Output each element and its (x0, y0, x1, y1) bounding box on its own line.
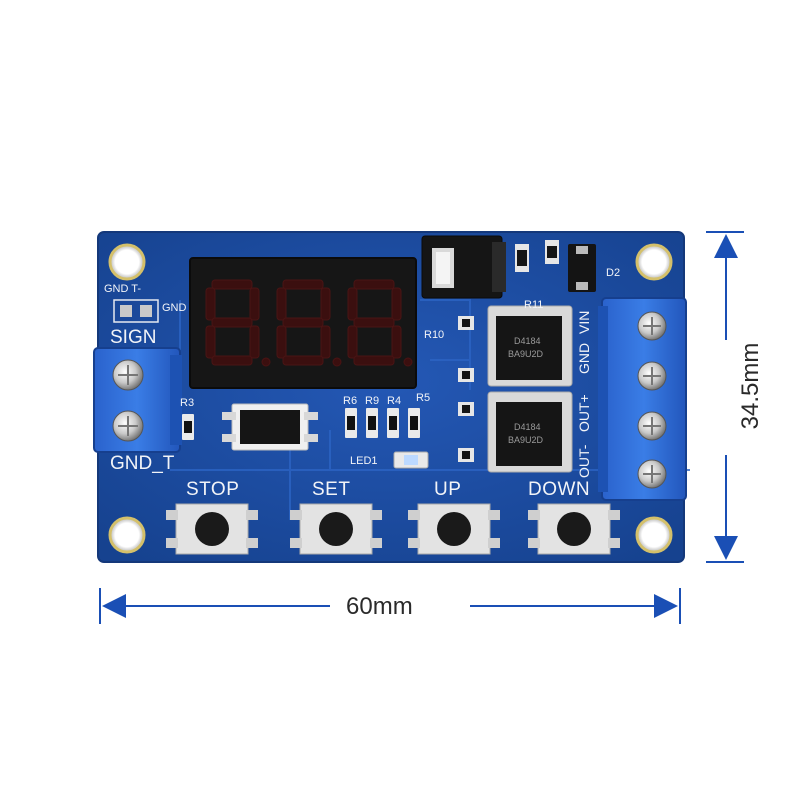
mosfet-lower-text-1: D4184 (514, 422, 541, 432)
voltage-regulator (421, 235, 506, 299)
resistors (182, 408, 420, 440)
label-out-plus: OUT+ (576, 394, 592, 432)
label-sign: SIGN (110, 327, 157, 348)
label-led1: LED1 (350, 455, 378, 467)
label-r6: R6 (343, 395, 358, 407)
label-r3: R3 (180, 397, 195, 409)
mounting-hole-top-left (108, 243, 146, 281)
label-r11: R11 (524, 299, 544, 311)
label-r5: R5 (416, 392, 431, 404)
label-vin: VIN (576, 310, 592, 334)
digit-1 (205, 279, 271, 367)
small-components (458, 240, 596, 462)
digit-2 (276, 279, 342, 367)
jumper-header (113, 299, 159, 323)
mounting-holes (108, 243, 673, 554)
push-button-up (408, 503, 500, 555)
label-r9: R9 (365, 395, 380, 407)
push-button-down (528, 503, 620, 555)
label-out-minus: OUT- (576, 444, 592, 478)
height-dimension-line (706, 231, 744, 563)
label-gnd-t: GND_T (110, 453, 175, 474)
push-buttons (166, 503, 620, 555)
mounting-hole-bottom-right (635, 516, 673, 554)
mounting-hole-bottom-left (108, 516, 146, 554)
button-label-stop: STOP (186, 479, 240, 500)
push-button-set (290, 503, 382, 555)
left-terminal-block (93, 347, 182, 453)
width-dimension-line (99, 588, 681, 624)
button-label-set: SET (312, 479, 351, 500)
label-d2: D2 (606, 267, 621, 279)
led1-component (393, 451, 429, 469)
optocoupler-chip (222, 403, 318, 451)
digit-3 (347, 279, 413, 367)
width-dimension-label: 60mm (338, 593, 421, 621)
label-gnd-side: GND (162, 302, 187, 314)
mosfet-upper-text-2: BA9U2D (508, 349, 544, 359)
height-dimension-label: 34.5mm (737, 323, 765, 449)
mounting-hole-top-right (635, 243, 673, 281)
button-label-down: DOWN (528, 479, 591, 500)
label-r4: R4 (387, 395, 402, 407)
button-label-up: UP (434, 479, 462, 500)
label-r10: R10 (424, 329, 445, 341)
label-gnd: GND (576, 342, 592, 374)
mosfet-lower-text-2: BA9U2D (508, 435, 544, 445)
mosfet-lower (487, 391, 573, 473)
label-gnd-t-top: GND T- (104, 283, 142, 295)
mosfet-upper-text-1: D4184 (514, 336, 541, 346)
right-terminal-block (598, 297, 687, 501)
mosfet-upper (487, 305, 573, 387)
push-button-stop (166, 503, 258, 555)
seven-segment-display (189, 257, 417, 389)
